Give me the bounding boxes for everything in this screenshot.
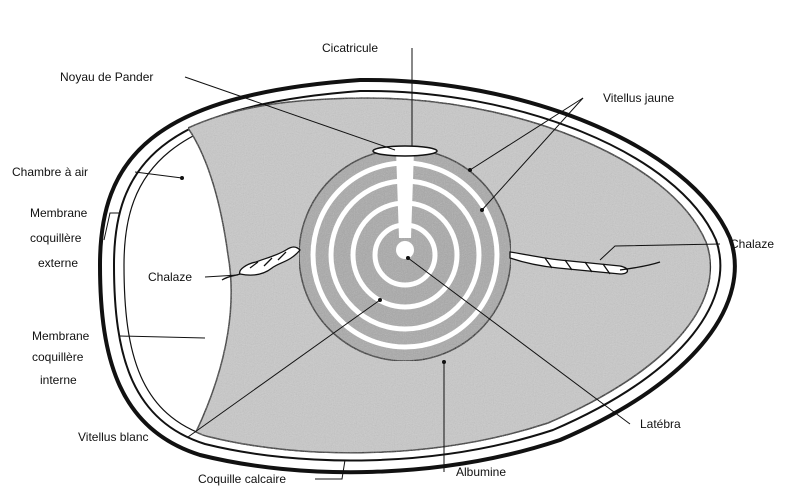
label-latebra: Latébra	[640, 417, 681, 431]
label-coquille-calcaire: Coquille calcaire	[198, 472, 286, 486]
label-noyau-de-pander: Noyau de Pander	[60, 70, 153, 84]
cicatricule-disc	[373, 146, 437, 156]
label-chalaze-left: Chalaze	[148, 270, 192, 284]
label-membrane-interne-line1: Membrane	[32, 329, 90, 343]
latebra-neck	[396, 150, 414, 238]
label-membrane-externe-line3: externe	[38, 256, 78, 270]
label-membrane-externe-line1: Membrane	[30, 206, 88, 220]
label-albumine: Albumine	[456, 465, 506, 479]
label-chambre-a-air: Chambre à air	[12, 165, 88, 179]
label-cicatricule: Cicatricule	[322, 41, 378, 55]
label-vitellus-blanc: Vitellus blanc	[78, 430, 149, 444]
label-vitellus-jaune: Vitellus jaune	[603, 91, 674, 105]
label-membrane-externe-line2: coquillère	[30, 231, 82, 245]
label-membrane-interne-line2: coquillère	[32, 350, 84, 364]
label-membrane-interne-line3: interne	[40, 373, 77, 387]
label-chalaze-right: Chalaze	[730, 237, 774, 251]
latebra-core	[396, 241, 414, 259]
